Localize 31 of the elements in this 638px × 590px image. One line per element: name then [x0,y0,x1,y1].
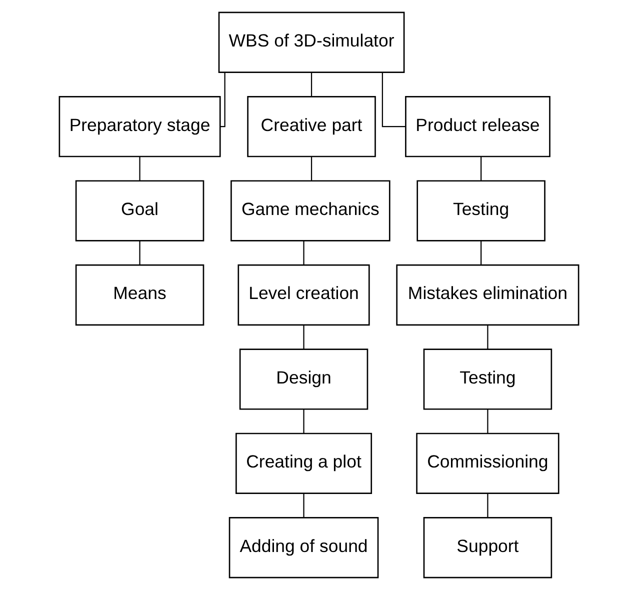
node-box: Testing [416,180,546,242]
connector [480,156,482,181]
node-box: WBS of 3D-simulator [218,12,405,73]
node-box: Creative part [247,96,376,158]
connector [303,324,304,350]
connector [139,240,140,265]
node-box: Game mechanics [230,180,390,242]
node-box: Commissioning [416,432,560,494]
node-box: Goal [75,180,204,242]
connector [310,156,312,181]
connector [480,240,482,265]
node-box: Level creation [238,264,370,326]
connector [139,156,140,181]
connector [310,72,312,96]
connector [487,324,488,350]
connector [487,409,488,434]
node-box: Product release [405,96,550,158]
node-box: Support [423,517,552,578]
connector [487,493,488,518]
connector [220,72,226,128]
node-box: Design [239,348,368,410]
connector [303,240,304,265]
node-box: Preparatory stage [58,96,221,158]
connector [303,409,304,434]
connector [303,493,304,518]
node-box: Means [75,264,204,326]
node-box: Adding of sound [228,517,379,578]
node-box: Creating a plot [236,432,372,494]
node-box: Testing [423,348,552,410]
connector [382,72,406,128]
node-box: Mistakes elimination [396,264,580,326]
